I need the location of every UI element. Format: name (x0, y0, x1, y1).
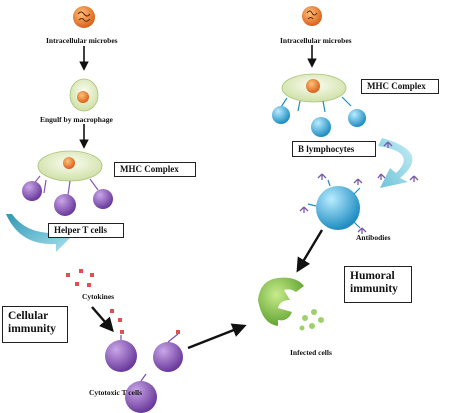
left-cyan-curved-arrow-icon (6, 214, 70, 252)
engulf-label: Engulf by macrophage (40, 115, 113, 124)
left-mhc-cell-icon (31, 150, 103, 196)
right-microbe-icon (302, 6, 322, 26)
humoral-immunity-box: Humoral immunity (344, 266, 412, 303)
cytokines-label: Cytokines (82, 292, 115, 301)
arrow-cytotoxic-to-infected (187, 323, 247, 350)
humoral-title-line1: Humoral (350, 270, 395, 282)
left-microbe-icon (73, 6, 95, 28)
b-lymphocytes-box: B lymphocytes (292, 141, 376, 157)
cytokines-icon (66, 269, 122, 322)
cellular-title-line2: immunity (8, 323, 56, 336)
cytotoxic-label: Cytotoxic T cells (89, 388, 143, 397)
infected-cells-label: Infected cells (290, 348, 332, 357)
b-cell-group-icon (272, 106, 366, 137)
right-mhc-cell-icon (280, 73, 352, 113)
cytotoxic-t-cells-icon (105, 330, 183, 413)
humoral-title-line2: immunity (350, 283, 398, 296)
cellular-title-line1: Cellular (8, 310, 49, 322)
macrophage-engulfing-icon (69, 78, 99, 112)
right-cyan-curved-arrow-icon (378, 138, 413, 188)
antibody-y-icons (299, 141, 419, 234)
right-microbes-label: Intracellular microbes (280, 36, 352, 45)
helper-t-cells-box: Helper T cells (48, 223, 124, 238)
right-mhc-complex-box: MHC Complex (361, 79, 439, 94)
arrow-antibodies-to-infected (296, 229, 324, 273)
plasma-cell-icon (307, 179, 361, 230)
t-cell-group-icon (22, 181, 113, 216)
left-mhc-complex-box: MHC Complex (114, 162, 196, 177)
arrow-cytokines-to-cytotoxic (91, 306, 114, 333)
antibodies-label: Antibodies (356, 233, 391, 242)
left-microbes-label: Intracellular microbes (46, 36, 118, 45)
infected-cell-icon (258, 277, 324, 331)
cellular-immunity-box: Cellular immunity (2, 306, 68, 343)
